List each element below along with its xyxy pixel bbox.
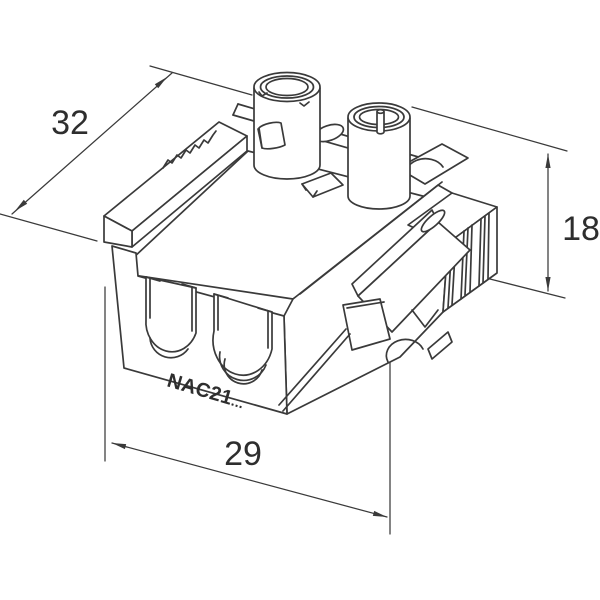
dimension-line <box>11 72 173 215</box>
serrated-rail <box>103 121 248 248</box>
wire-hole-arc <box>223 358 263 385</box>
arrowhead <box>112 443 127 450</box>
wire-opening-right <box>212 293 273 385</box>
arrowhead <box>545 154 551 168</box>
latch-slot <box>420 209 446 233</box>
right-face-cutouts <box>385 309 453 363</box>
bottom-arch-cutout <box>385 338 424 363</box>
dimension-line <box>111 442 388 518</box>
part-label-suffix: ... <box>229 393 246 412</box>
left-socket-cylinder <box>253 71 321 180</box>
extension-line <box>149 65 253 96</box>
dimension-width: 32 <box>0 65 253 242</box>
extension-line <box>411 106 568 152</box>
deck-holes <box>301 123 345 198</box>
connector-drawing: NAC21... <box>103 71 498 415</box>
latch-arm <box>342 209 471 351</box>
extension-line <box>485 277 566 299</box>
dimension-width-label: 32 <box>51 104 89 142</box>
dimension-height-label: 18 <box>562 210 600 248</box>
dimension-height: 18 <box>411 106 600 299</box>
rim-notch <box>258 91 268 97</box>
wire-hole-arc <box>149 337 189 359</box>
right-socket-cylinder <box>347 102 411 210</box>
rim-notch <box>299 101 310 107</box>
cylinder-tab <box>258 121 286 150</box>
extension-line <box>0 213 98 242</box>
arrowhead <box>545 277 551 291</box>
arrowhead <box>372 510 387 517</box>
center-pin <box>376 111 385 135</box>
dimension-depth: 29 <box>104 286 391 535</box>
arrowhead <box>15 199 28 211</box>
dimension-depth-label: 29 <box>224 435 262 473</box>
wire-opening-left <box>145 276 197 359</box>
rail-serrations <box>162 130 217 169</box>
rect-hole <box>301 172 344 198</box>
arrowhead <box>154 77 167 89</box>
